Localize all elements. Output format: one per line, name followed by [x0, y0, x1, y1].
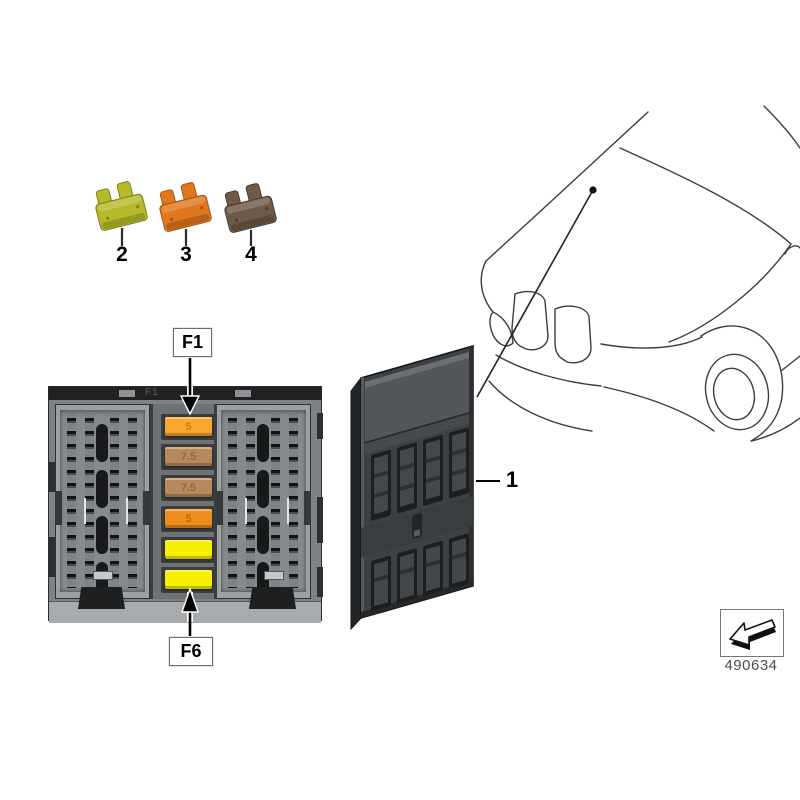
pin-field — [221, 410, 306, 600]
pin-column — [271, 414, 280, 588]
connector-block-right — [216, 404, 311, 600]
terminal-slot — [96, 470, 108, 508]
pin-column — [67, 414, 76, 588]
module-location-leader — [476, 186, 597, 398]
callout-f6-box[interactable]: F6 — [169, 637, 213, 666]
callout-f6-label: F6 — [180, 641, 202, 661]
panel-edge-clip — [317, 413, 323, 439]
callout-f1-box[interactable]: F1 — [173, 328, 212, 357]
terminal-slot — [257, 424, 269, 462]
block-notch — [55, 491, 62, 525]
fuse-amp-label: 5 — [185, 420, 192, 433]
fuse-amp-label: 7.5 — [180, 450, 197, 463]
pin-column — [85, 414, 94, 588]
block-notch — [143, 491, 150, 525]
fuse-f6 — [165, 570, 212, 589]
diagram-thumbnail-box — [720, 609, 784, 657]
pin-column — [128, 414, 137, 588]
terminal-slot — [96, 424, 108, 462]
fuse-f5 — [165, 540, 212, 559]
pin-field — [60, 410, 145, 600]
pin-highlight — [84, 498, 86, 524]
terminal-slot — [257, 470, 269, 508]
panel-top-rail: F1 — [49, 387, 321, 400]
panel-top-tab — [235, 390, 251, 397]
fuse-slot-1: 5 — [161, 414, 216, 440]
fuse-amp-label: 5 — [185, 512, 192, 525]
panel-molded-label: F1 — [145, 387, 159, 398]
fuse-slot-5 — [161, 537, 216, 563]
return-arrow-icon — [729, 619, 776, 650]
block-notch — [304, 491, 311, 525]
pin-highlight — [126, 498, 128, 524]
lower-connector-slots — [371, 533, 469, 611]
panel-latch — [249, 587, 296, 609]
pin-column — [289, 414, 298, 588]
mini-fuse-brown — [224, 183, 277, 233]
pin-column — [228, 414, 237, 588]
fuse-f4: 5 — [165, 509, 212, 528]
fuse-slot-3: 7.5 — [161, 475, 216, 501]
latch-step — [264, 571, 284, 580]
fuse-slot-4: 5 — [161, 506, 216, 532]
fuse-slot-6 — [161, 567, 216, 593]
panel-top-tab — [119, 390, 135, 397]
callout-f1-label: F1 — [181, 332, 203, 352]
pin-column — [110, 414, 119, 588]
block-notch — [216, 491, 223, 525]
fuse-f1: 5 — [165, 417, 212, 436]
callout-3[interactable]: 3 — [180, 243, 192, 266]
panel-latch — [78, 587, 125, 609]
callout-4[interactable]: 4 — [245, 243, 257, 266]
fuse-slot-2: 7.5 — [161, 444, 216, 470]
panel-edge-clip — [49, 537, 55, 577]
terminal-slot — [257, 516, 269, 554]
fuse-carrier-panel: F1 — [48, 386, 323, 623]
mini-fuse-yellow-green — [95, 181, 148, 231]
module-center-latch — [412, 513, 422, 539]
terminal-slot — [96, 516, 108, 554]
connector-block-left — [55, 404, 150, 600]
callout-1[interactable]: 1 — [505, 467, 519, 492]
pin-highlight — [245, 498, 247, 524]
pin-column — [246, 414, 255, 588]
callout-2[interactable]: 2 — [116, 243, 128, 266]
diagram-number: 490634 — [724, 657, 778, 674]
body-control-module-drawing — [350, 344, 500, 631]
panel-edge-clip — [317, 567, 323, 597]
panel-edge-clip — [49, 462, 55, 492]
panel-edge-clip — [317, 497, 323, 543]
upper-connector-slots — [371, 427, 469, 521]
car-front-outline-drawing — [480, 105, 800, 442]
fuse-amp-label: 7.5 — [180, 481, 197, 494]
mini-fuse-orange — [159, 182, 212, 232]
location-dot — [589, 186, 597, 194]
fuse-f3: 7.5 — [165, 478, 212, 497]
pin-highlight — [287, 498, 289, 524]
fuse-f2: 7.5 — [165, 447, 212, 466]
latch-step — [93, 571, 113, 580]
